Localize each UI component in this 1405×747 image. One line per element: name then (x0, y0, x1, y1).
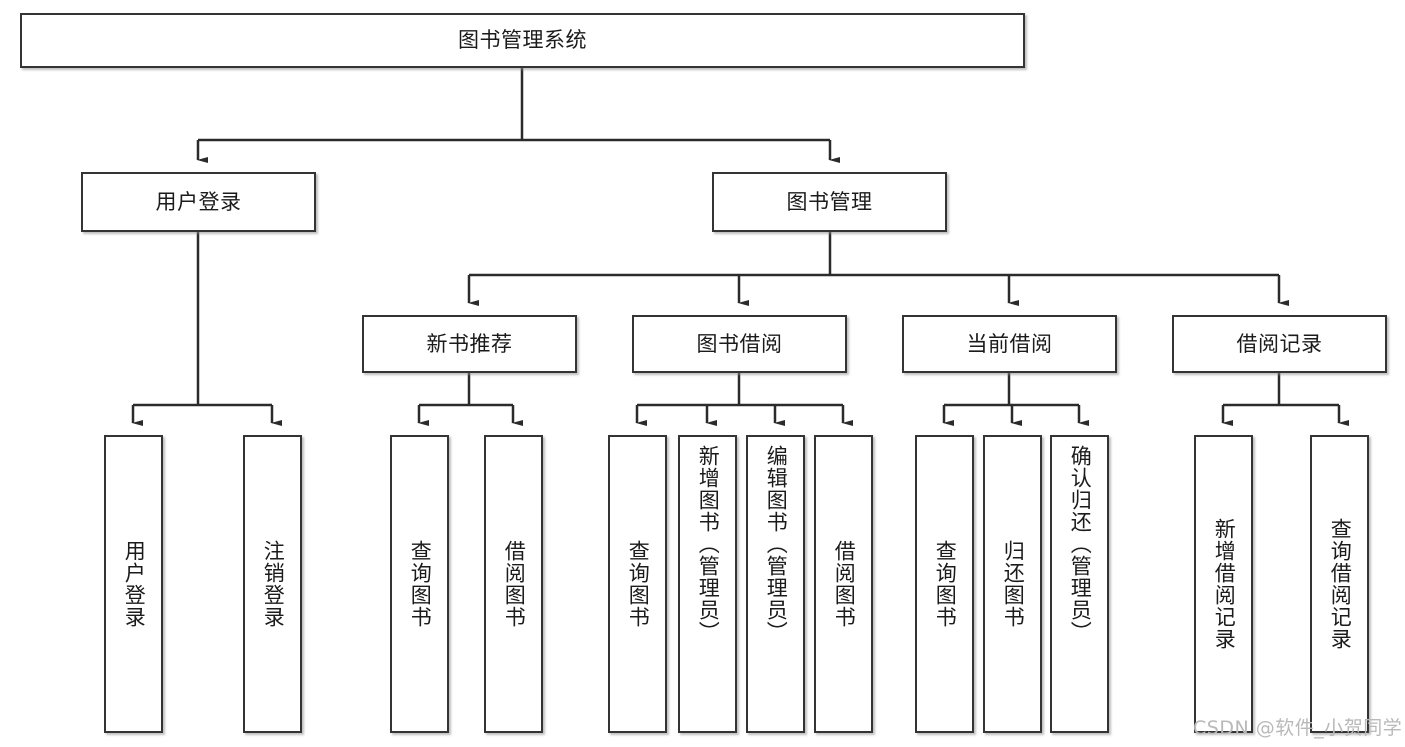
leaf-query-book-1[interactable]: 查询图书 (390, 435, 449, 733)
node-book-borrow-label: 图书借阅 (696, 331, 783, 356)
leaf-logout-label: 注销登录 (261, 540, 286, 628)
node-user-login-label: 用户登录 (155, 189, 242, 214)
leaf-query-book-2[interactable]: 查询图书 (608, 435, 667, 733)
node-book-borrow[interactable]: 图书借阅 (632, 315, 847, 373)
node-new-book-rec[interactable]: 新书推荐 (362, 315, 577, 373)
leaf-query-book-3[interactable]: 查询图书 (915, 435, 974, 733)
leaf-query-book-1-label: 查询图书 (408, 540, 433, 628)
leaf-return-book-label: 归还图书 (1001, 540, 1026, 628)
leaf-query-book-2-label: 查询图书 (626, 540, 651, 628)
leaf-confirm-return[interactable]: 确认归还（管理员） (1050, 435, 1109, 733)
node-root[interactable]: 图书管理系统 (20, 13, 1025, 68)
leaf-query-record[interactable]: 查询借阅记录 (1310, 435, 1369, 733)
node-borrow-record-label: 借阅记录 (1236, 331, 1323, 356)
leaf-logout[interactable]: 注销登录 (243, 435, 302, 733)
leaf-user-login-label: 用户登录 (122, 540, 147, 628)
leaf-confirm-return-label: 确认归还（管理员） (1068, 445, 1093, 643)
leaf-add-record-label: 新增借阅记录 (1212, 518, 1237, 650)
leaf-add-book-label: 新增图书（管理员） (696, 445, 721, 643)
leaf-borrow-book-2[interactable]: 借阅图书 (814, 435, 873, 733)
node-current-borrow-label: 当前借阅 (966, 331, 1053, 356)
leaf-add-record[interactable]: 新增借阅记录 (1194, 435, 1253, 733)
leaf-borrow-book-1-label: 借阅图书 (502, 540, 527, 628)
csdn-watermark: CSDN @软件_小贺同学 (1193, 717, 1403, 739)
leaf-edit-book-label: 编辑图书（管理员） (764, 445, 789, 643)
leaf-query-book-3-label: 查询图书 (933, 540, 958, 628)
node-new-book-rec-label: 新书推荐 (426, 331, 513, 356)
node-current-borrow[interactable]: 当前借阅 (902, 315, 1117, 373)
node-borrow-record[interactable]: 借阅记录 (1172, 315, 1387, 373)
leaf-query-record-label: 查询借阅记录 (1328, 518, 1353, 650)
leaf-return-book[interactable]: 归还图书 (983, 435, 1042, 733)
node-root-label: 图书管理系统 (458, 28, 587, 53)
leaf-borrow-book-2-label: 借阅图书 (832, 540, 857, 628)
node-book-manage-label: 图书管理 (786, 189, 873, 214)
leaf-add-book[interactable]: 新增图书（管理员） (678, 435, 737, 733)
leaf-borrow-book-1[interactable]: 借阅图书 (484, 435, 543, 733)
node-book-manage[interactable]: 图书管理 (712, 172, 947, 232)
leaf-user-login[interactable]: 用户登录 (104, 435, 163, 733)
leaf-edit-book[interactable]: 编辑图书（管理员） (746, 435, 805, 733)
node-user-login[interactable]: 用户登录 (81, 172, 316, 232)
